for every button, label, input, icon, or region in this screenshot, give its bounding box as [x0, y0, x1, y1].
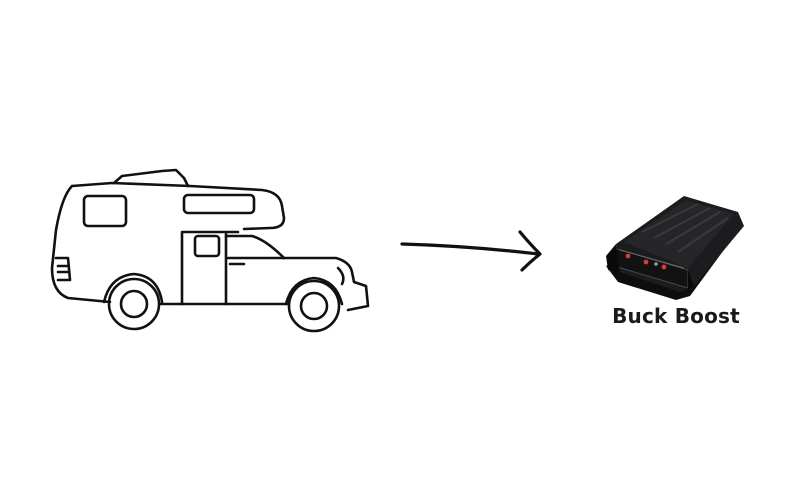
- truck-camper-icon: [50, 168, 370, 333]
- buck-boost-device-icon: [606, 196, 744, 300]
- device-label: Buck Boost: [612, 304, 740, 328]
- arrow-right-icon: [400, 230, 542, 272]
